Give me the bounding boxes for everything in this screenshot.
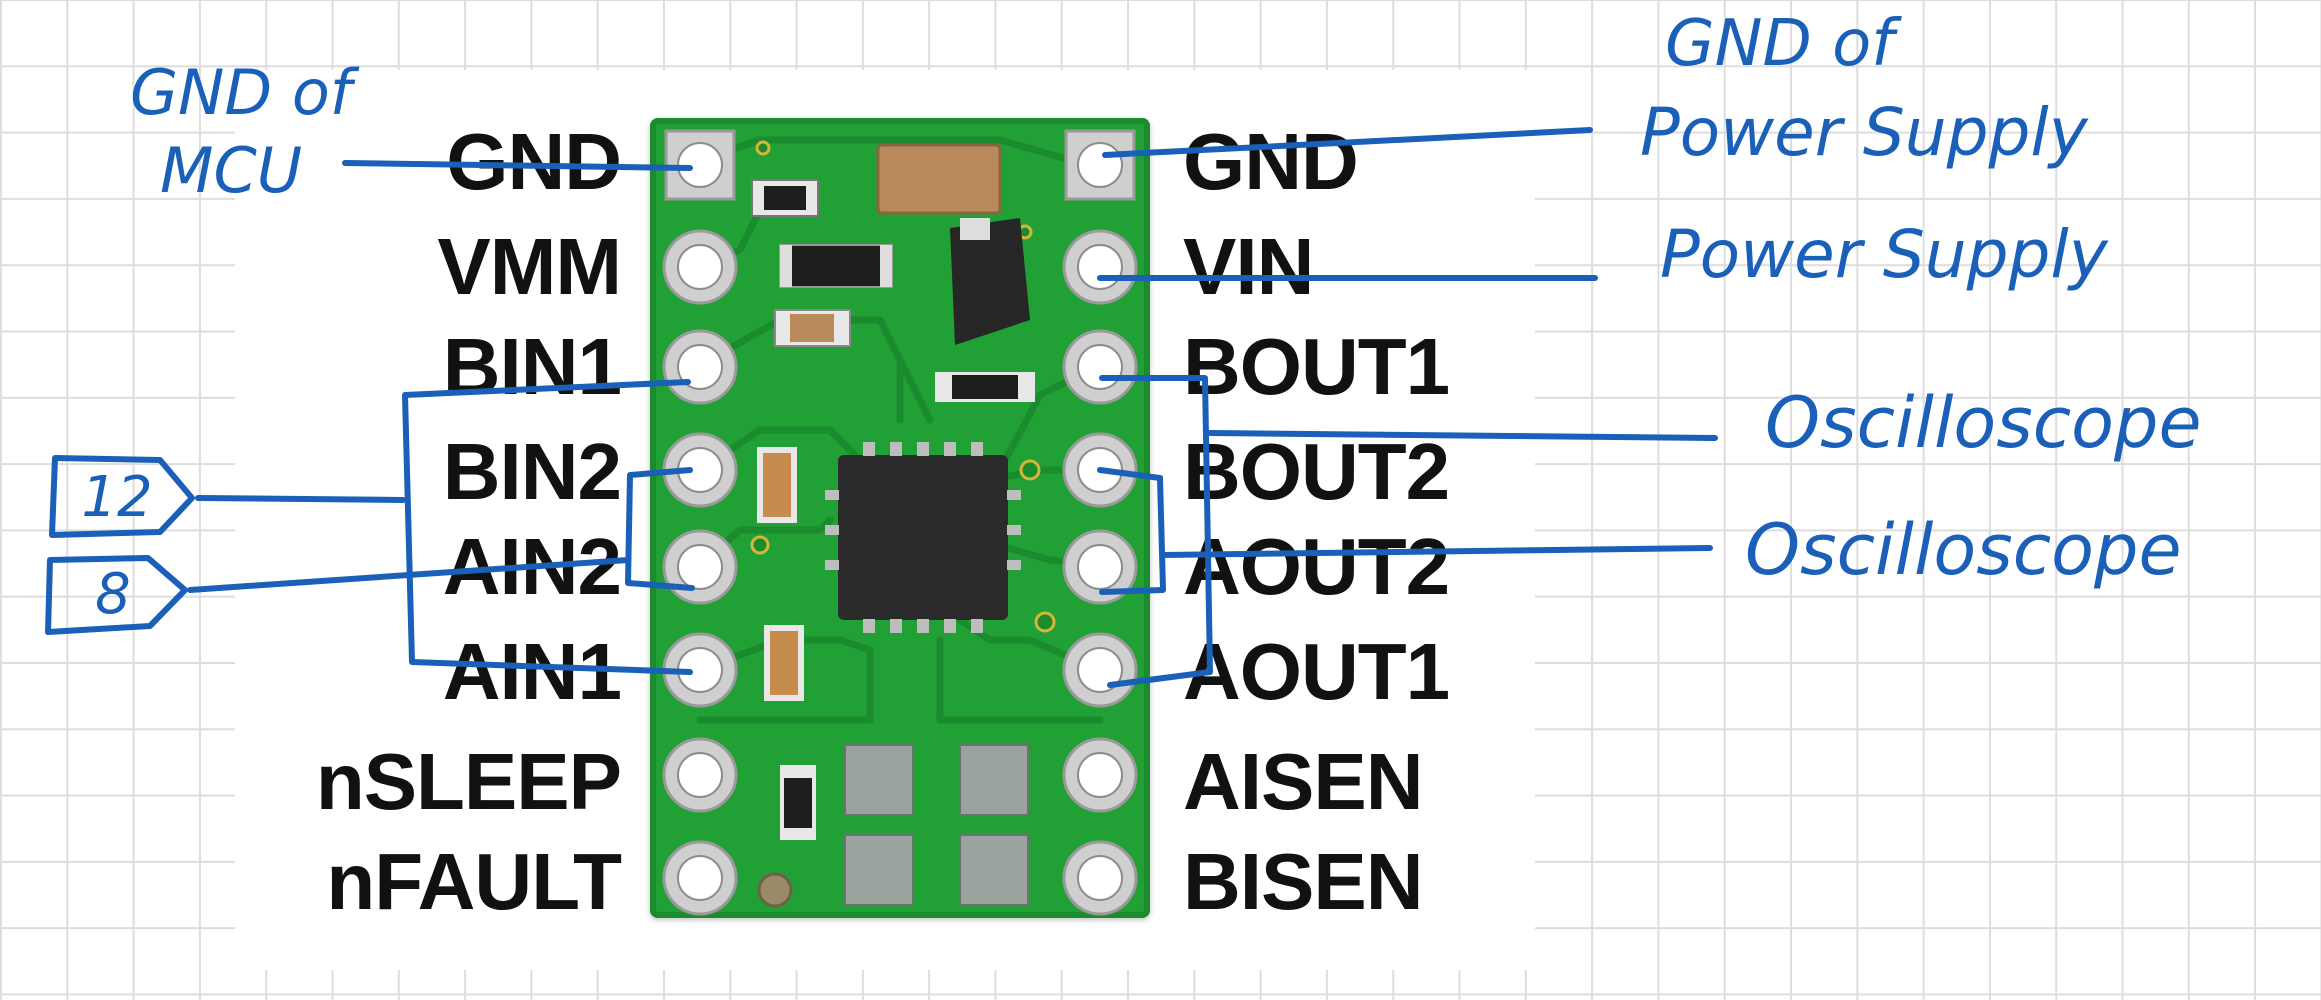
- capacitor-small-1: [757, 447, 797, 523]
- vias: [750, 140, 1056, 633]
- capacitor-small-2: [764, 625, 804, 701]
- pad-hole: [1077, 544, 1123, 590]
- transistor: [950, 218, 1030, 345]
- pad-hole: [677, 855, 723, 901]
- pad-hole: [1077, 647, 1123, 693]
- pin-label-bin2: BIN2: [442, 427, 622, 516]
- pin-label-vin: VIN: [1183, 222, 1314, 311]
- note-oscilloscope-2: Oscilloscope: [1745, 509, 2182, 591]
- note-gnd-of-psu-line1: GND of: [1665, 7, 1894, 81]
- box-12: [49, 455, 195, 538]
- pin-label-bout1: BOUT1: [1183, 322, 1450, 411]
- wire-scope-1: [1207, 430, 1718, 441]
- note-gnd-of-mcu-line1: GND of: [130, 56, 352, 129]
- bracket-bout2-aout2: [1097, 467, 1166, 595]
- wire-box-12: [195, 495, 406, 503]
- pin-label-nsleep: nSLEEP: [315, 737, 622, 826]
- wire-psu-gnd: [1102, 127, 1593, 158]
- pad-hole: [677, 344, 723, 390]
- note-gnd-of-psu-line2: Power Supply: [1640, 94, 2088, 171]
- note-oscilloscope-1: Oscilloscope: [1765, 382, 2202, 464]
- pad-hole: [677, 544, 723, 590]
- pin-label-ain1: AIN1: [442, 627, 622, 716]
- pin-label-nfault: nFAULT: [326, 837, 622, 926]
- pin-label-bout2: BOUT2: [1183, 427, 1450, 516]
- pad-hole: [1077, 855, 1123, 901]
- pin-label-aout2: AOUT2: [1183, 522, 1450, 611]
- pad-hole: [677, 752, 723, 798]
- pin-label-aout1: AOUT1: [1183, 627, 1450, 716]
- drv8833-chip: [825, 442, 1021, 633]
- note-gnd-of-mcu-line2: MCU: [160, 134, 303, 207]
- note-box-8: 8: [95, 562, 131, 627]
- wire-box-8: [187, 557, 631, 593]
- diode-df: [779, 244, 893, 288]
- solder-point: [757, 872, 793, 908]
- bracket-bout1-aout1: [1099, 375, 1213, 688]
- wire-mcu-gnd: [342, 160, 693, 171]
- box-8: [45, 555, 188, 635]
- passive-components: [751, 143, 1035, 908]
- pin-label-gnd-right: GND: [1183, 117, 1359, 206]
- bracket-bin1-ain1: [402, 379, 693, 675]
- pad-hole: [1077, 752, 1123, 798]
- pin-label-bisen: BISEN: [1183, 837, 1423, 926]
- note-power-supply: Power Supply: [1660, 216, 2108, 293]
- wire-scope-2: [1160, 545, 1713, 558]
- sense-pads: [844, 744, 1029, 906]
- capacitor: [876, 143, 1002, 215]
- bracket-bin2-ain2: [625, 467, 695, 591]
- note-box-12: 12: [81, 465, 153, 530]
- pin-label-vmm: VMM: [437, 222, 622, 311]
- pad-hole: [677, 244, 723, 290]
- pin-label-aisen: AISEN: [1183, 737, 1423, 826]
- pin-label-gnd-left: GND: [446, 117, 622, 206]
